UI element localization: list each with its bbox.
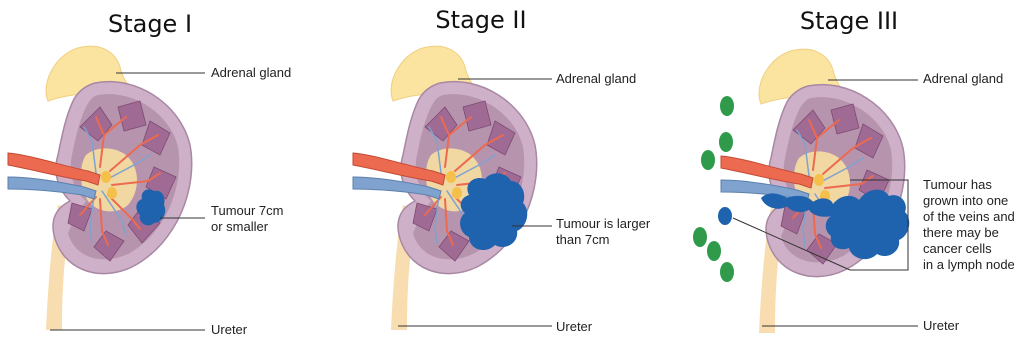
tumour-label-line-1: Tumour is larger bbox=[556, 216, 651, 231]
lymph-node-icon bbox=[707, 241, 721, 261]
tumour-label-line-4: there may be bbox=[923, 225, 999, 240]
lymph-node-icon bbox=[720, 262, 734, 282]
adrenal-gland-label: Adrenal gland bbox=[923, 71, 1003, 86]
tumour-label-line-5: cancer cells bbox=[923, 241, 992, 256]
lymph-node-tumour-icon bbox=[718, 207, 732, 225]
stage-2-title: Stage II bbox=[435, 6, 526, 34]
stage-1-title: Stage I bbox=[108, 10, 192, 38]
lymph-node-icon bbox=[693, 227, 707, 247]
tumour-large-icon bbox=[460, 173, 527, 250]
adrenal-gland-label: Adrenal gland bbox=[556, 71, 636, 86]
tumour-label-line-2: grown into one bbox=[923, 193, 1008, 208]
tumour-label-line-1: Tumour has bbox=[923, 177, 992, 192]
stage-3-kidney-illustration bbox=[718, 49, 909, 333]
lymph-node-icon bbox=[720, 96, 734, 116]
lymph-node-icon bbox=[701, 150, 715, 170]
ureter-label: Ureter bbox=[556, 319, 593, 334]
tumour-label-line-1: Tumour 7cm bbox=[211, 203, 283, 218]
ureter-label: Ureter bbox=[211, 322, 248, 337]
stage-2-kidney-illustration bbox=[353, 46, 537, 330]
stage-3-panel: Stage III Adrenal gland Tumour has grown… bbox=[693, 7, 1015, 333]
stage-3-title: Stage III bbox=[800, 7, 898, 35]
tumour-label-line-3: of the veins and bbox=[923, 209, 1015, 224]
adrenal-gland-label: Adrenal gland bbox=[211, 65, 291, 80]
stage-1-panel: Stage I Adrenal gland Tumour 7cm or smal… bbox=[8, 10, 291, 337]
tumour-label-line-2: than 7cm bbox=[556, 232, 609, 247]
stage-2-panel: Stage II Adrenal gland Tumour is larger … bbox=[353, 6, 651, 334]
tumour-label-line-2: or smaller bbox=[211, 219, 269, 234]
stage-1-kidney-illustration bbox=[8, 46, 192, 330]
tumour-label-line-6: in a lymph node bbox=[923, 257, 1015, 272]
ureter-label: Ureter bbox=[923, 318, 960, 333]
lymph-node-icon bbox=[719, 132, 733, 152]
